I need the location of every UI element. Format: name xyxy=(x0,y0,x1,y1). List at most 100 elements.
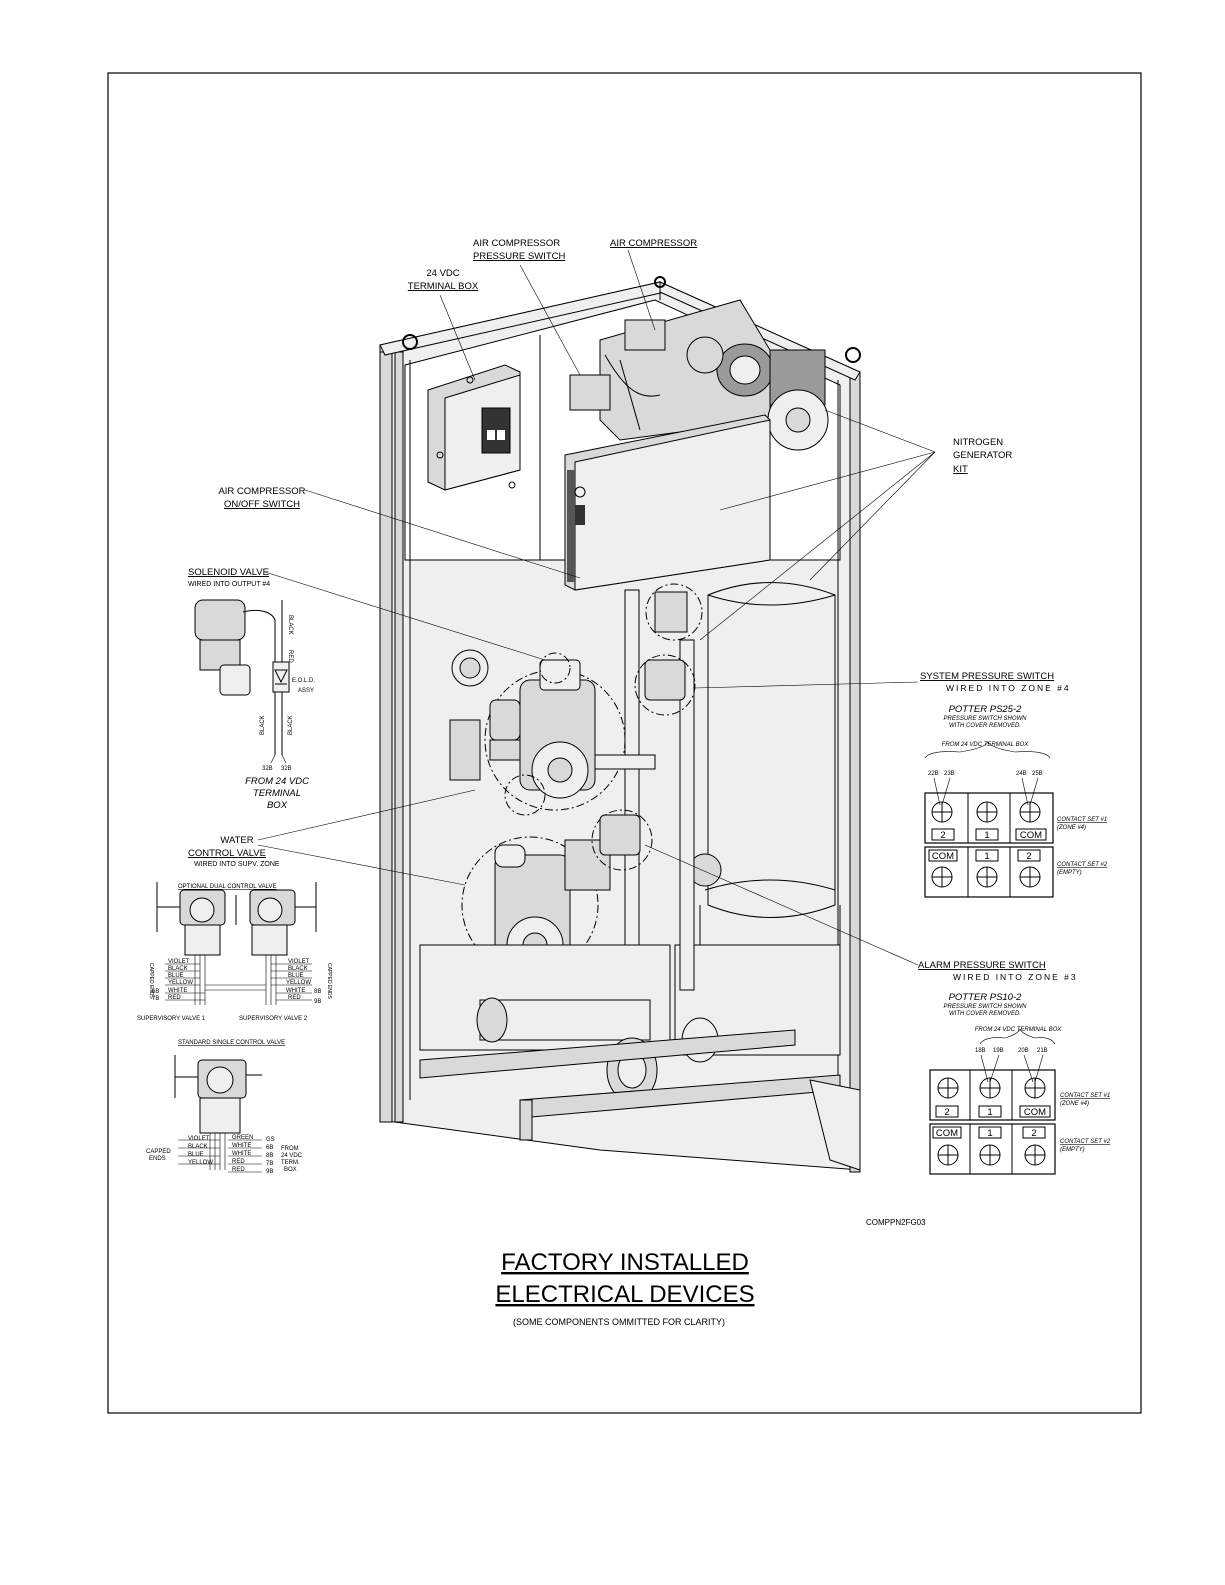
single-term-1: 6B xyxy=(266,1145,273,1151)
ps10-set2-1: 1 xyxy=(987,1128,992,1139)
ps25-term-3: 25B xyxy=(1032,771,1043,777)
nitrogen-generator xyxy=(564,414,771,591)
eold-label: E.O.L.D. xyxy=(292,678,315,684)
dual-wire-r-2: BLUE xyxy=(288,973,304,979)
bottom-piping xyxy=(419,944,861,1171)
ps10-set2-2: 2 xyxy=(1031,1128,1036,1139)
ps10-set2-screws xyxy=(937,1144,1046,1166)
solenoid-wired-label: WIRED INTO OUTPUT #4 xyxy=(188,581,270,588)
system-wired-label: WIRED INTO ZONE #4 xyxy=(946,683,1071,693)
solenoid-valve-illustration xyxy=(194,599,290,764)
water-control-valve-label-1: WATER xyxy=(220,835,253,846)
nitrogen-kit-label-2: GENERATOR xyxy=(953,450,1012,461)
onoff-switch-label-2: ON/OFF SWITCH xyxy=(224,499,300,510)
system-pressure-switch-label: SYSTEM PRESSURE SWITCH xyxy=(920,671,1054,682)
dual-wire-r-4: WHITE xyxy=(286,988,305,994)
riser-assembly-illustration xyxy=(156,249,936,1173)
single-control-valve-illustration xyxy=(174,1055,262,1173)
ps25-set1-screws xyxy=(931,801,1041,823)
wire-red-label: RED xyxy=(287,650,293,663)
ps10-term-0: 18B xyxy=(975,1048,986,1054)
dual-term-r-0: 8B xyxy=(314,989,321,995)
term-32b-2-label: 32B xyxy=(281,766,292,772)
terminal-box xyxy=(427,364,521,491)
dual-wire-l-5: RED xyxy=(168,995,181,1001)
dual-wire-l-2: BLUE xyxy=(168,973,184,979)
single-from-0: FROM xyxy=(281,1146,299,1152)
term-32b-label: 32B xyxy=(262,766,273,772)
leader-lines xyxy=(257,249,936,966)
ps25-term-2: 24B xyxy=(1016,771,1027,777)
system-pressure-switch-device xyxy=(634,583,703,716)
dual-wire-r-3: YELLOW xyxy=(286,980,311,986)
ps25-set2-label: CONTACT SET #2 xyxy=(1057,862,1108,868)
single-capped-2: ENDS xyxy=(149,1156,166,1162)
ps25-set1-0: 2 xyxy=(940,830,945,841)
sup-valve-1: SUPERVISORY VALVE 1 xyxy=(137,1016,206,1022)
single-rw-3: RED xyxy=(232,1159,245,1165)
title-line-1: FACTORY INSTALLED xyxy=(501,1249,749,1276)
ps10-set2-0: COM xyxy=(936,1128,958,1139)
alarm-wired-label: WIRED INTO ZONE #3 xyxy=(953,972,1078,982)
sheet-border xyxy=(107,72,1142,1414)
dual-term-l-1: 7B xyxy=(152,996,159,1002)
single-term-2: 8B xyxy=(266,1153,273,1159)
ps10-set1-0: 2 xyxy=(944,1107,949,1118)
single-from-3: BOX xyxy=(284,1167,297,1173)
ps25-set1-1: 1 xyxy=(984,830,989,841)
ps25-set2-1: 1 xyxy=(984,851,989,862)
ps25-note-1: PRESSURE SWITCH SHOWN xyxy=(943,716,1027,722)
potter-ps25-detail: POTTER PS25-2 PRESSURE SWITCH SHOWN WITH… xyxy=(924,704,1108,898)
ps10-set1-label: CONTACT SET #1 xyxy=(1060,1093,1110,1099)
dual-wire-r-0: VIOLET xyxy=(288,959,310,965)
single-from-1: 24 VDC xyxy=(281,1153,303,1159)
single-capped-1: CAPPED xyxy=(146,1149,171,1155)
nitrogen-kit-label-3: KIT xyxy=(953,464,968,475)
single-valve-title: STANDARD SINGLE CONTROL VALVE xyxy=(178,1040,285,1046)
single-term-4: 9B xyxy=(266,1169,273,1175)
nitrogen-kit-label-1: NITROGEN xyxy=(953,437,1003,448)
potter-ps10-detail: POTTER PS10-2 PRESSURE SWITCH SHOWN WITH… xyxy=(929,992,1111,1175)
single-rw-1: WHITE xyxy=(232,1143,251,1149)
ps25-term-1: 23B xyxy=(944,771,955,777)
ps10-note-2: WITH COVER REMOVED. xyxy=(949,1011,1021,1017)
dual-wire-r-5: RED xyxy=(288,995,301,1001)
water-wired-label: WIRED INTO SUPV. ZONE xyxy=(194,861,280,868)
from-terminal-3: BOX xyxy=(267,800,288,811)
title-note: (SOME COMPONENTS OMMITTED FOR CLARITY) xyxy=(513,1317,725,1327)
single-from-2: TERM. xyxy=(281,1160,300,1166)
ps10-term-2: 20B xyxy=(1018,1048,1029,1054)
air-compressor-label: AIR COMPRESSOR xyxy=(610,238,697,249)
single-lw-1: BLACK xyxy=(188,1144,208,1150)
solenoid-wire-labels: BLACK RED E.O.L.D. ASSY BLACK BLACK 32B … xyxy=(260,615,315,772)
ps25-set2-2: 2 xyxy=(1026,851,1031,862)
dual-wire-l-0: VIOLET xyxy=(168,959,190,965)
ps10-model: POTTER PS10-2 xyxy=(949,992,1023,1003)
onoff-switch-label-1: AIR COMPRESSOR xyxy=(218,486,305,497)
upper-control-valve xyxy=(449,649,656,811)
ps10-set1-2: COM xyxy=(1024,1107,1046,1118)
ps10-term-3: 21B xyxy=(1037,1048,1048,1054)
single-rw-4: RED xyxy=(232,1167,245,1173)
ps25-set1-zone: (ZONE #4) xyxy=(1057,825,1086,831)
dual-capped-ends-right: CAPPED ENDS xyxy=(326,963,332,1000)
callout-labels: 24 VDC TERMINAL BOX AIR COMPRESSOR PRESS… xyxy=(188,238,1078,1227)
dual-term-l-0: 6B xyxy=(152,989,159,995)
air-comp-pressure-switch-label-1: AIR COMPRESSOR xyxy=(473,238,560,249)
dual-term-r-1: 9B xyxy=(314,999,321,1005)
solenoid-valve-label: SOLENOID VALVE xyxy=(188,567,269,578)
title-block: FACTORY INSTALLED ELECTRICAL DEVICES (SO… xyxy=(495,1249,754,1327)
dual-capped-ends-left: CAPPED ENDS xyxy=(148,963,154,1000)
dual-wire-r-1: BLACK xyxy=(288,966,308,972)
terminal-box-label-1: 24 VDC xyxy=(426,268,459,279)
ps10-set1-zone: (ZONE #4) xyxy=(1060,1101,1089,1107)
ps25-model: POTTER PS25-2 xyxy=(949,704,1023,715)
wire-black-label: BLACK xyxy=(287,615,293,635)
dual-wire-l-3: YELLOW xyxy=(168,980,193,986)
ps10-set1-1: 1 xyxy=(987,1107,992,1118)
ps10-note-1: PRESSURE SWITCH SHOWN xyxy=(943,1004,1027,1010)
wire-black-3-label: BLACK xyxy=(288,715,294,735)
dual-control-valve-illustration xyxy=(156,882,317,1005)
dual-wire-l-4: WHITE xyxy=(168,988,187,994)
